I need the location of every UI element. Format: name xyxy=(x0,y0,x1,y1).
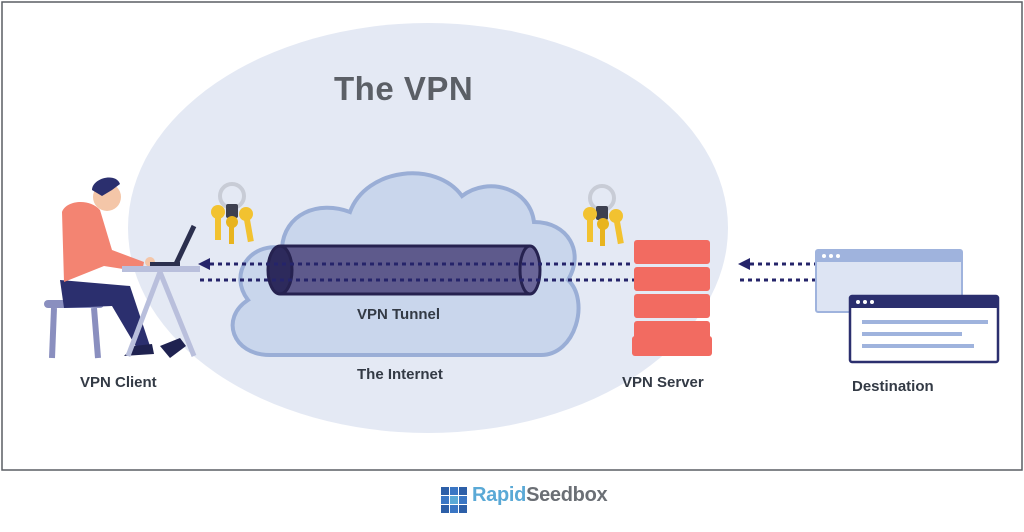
arrowhead-left xyxy=(198,258,210,270)
internet-label: The Internet xyxy=(357,366,443,383)
server-icon xyxy=(632,240,712,356)
arrowhead-left-2 xyxy=(738,258,750,270)
logo-grid-icon xyxy=(441,487,467,513)
logo-text-rapid: Rapid xyxy=(472,484,527,506)
tunnel-icon xyxy=(266,244,542,296)
client-server-arrows xyxy=(200,262,658,282)
key-icon-server xyxy=(583,184,624,246)
logo-text: RapidSeedbox xyxy=(472,484,608,507)
destination-label: Destination xyxy=(852,378,934,395)
rapidseedbox-logo: RapidSeedbox xyxy=(472,484,608,507)
diagram-title: The VPN xyxy=(334,70,474,107)
person-icon xyxy=(44,177,186,359)
laptop-icon xyxy=(122,224,200,357)
browser-window-icon-front xyxy=(848,294,1000,364)
logo-text-seedbox: Seedbox xyxy=(526,484,608,506)
vpn-client-label: VPN Client xyxy=(80,374,157,391)
vpn-tunnel-label: VPN Tunnel xyxy=(357,306,441,323)
key-icon xyxy=(211,182,254,244)
vpn-server-label: VPN Server xyxy=(622,374,704,391)
